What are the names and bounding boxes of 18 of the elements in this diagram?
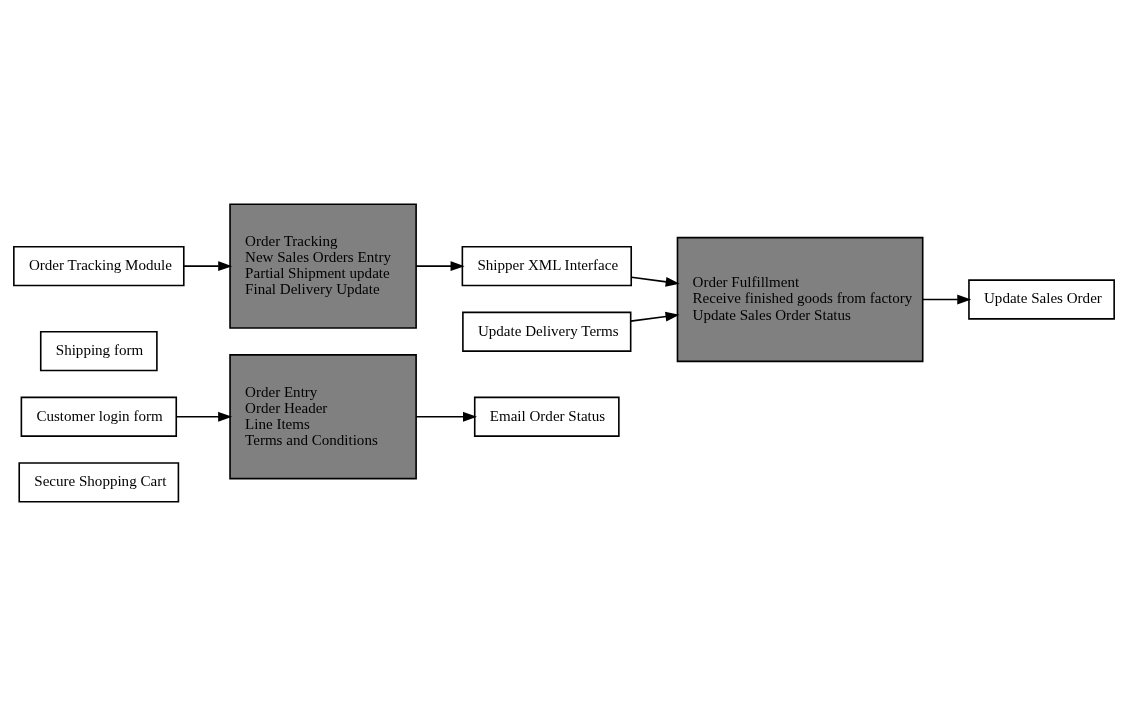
arrow bbox=[175, 411, 233, 422]
node-box: Order Tracking New Sales Orders Entry Partial Shipment update Final Delivery Update bbox=[229, 203, 417, 329]
arrow bbox=[630, 275, 680, 287]
node-box: Order Fulfillment Receive finished goods from factory Update Sales Order Status bbox=[676, 236, 924, 362]
arrow bbox=[630, 311, 680, 322]
node-box: Email Order Status bbox=[473, 396, 620, 437]
node-box: Update Delivery Terms bbox=[462, 311, 632, 352]
arrow bbox=[415, 260, 465, 271]
arrow bbox=[922, 294, 972, 304]
node-box: Shipping form bbox=[39, 330, 158, 371]
node-box: Order Entry Order Header Line Items Terms and Conditions bbox=[229, 353, 417, 479]
node-box: Order Tracking Module bbox=[13, 245, 185, 286]
node-box: Secure Shopping Cart bbox=[18, 461, 180, 502]
node-box: Update Sales Order bbox=[968, 278, 1115, 320]
node-box: Customer login form bbox=[20, 396, 178, 437]
node-box: Shipper XML Interface bbox=[461, 245, 633, 286]
arrow bbox=[415, 411, 477, 422]
arrow bbox=[183, 260, 233, 271]
